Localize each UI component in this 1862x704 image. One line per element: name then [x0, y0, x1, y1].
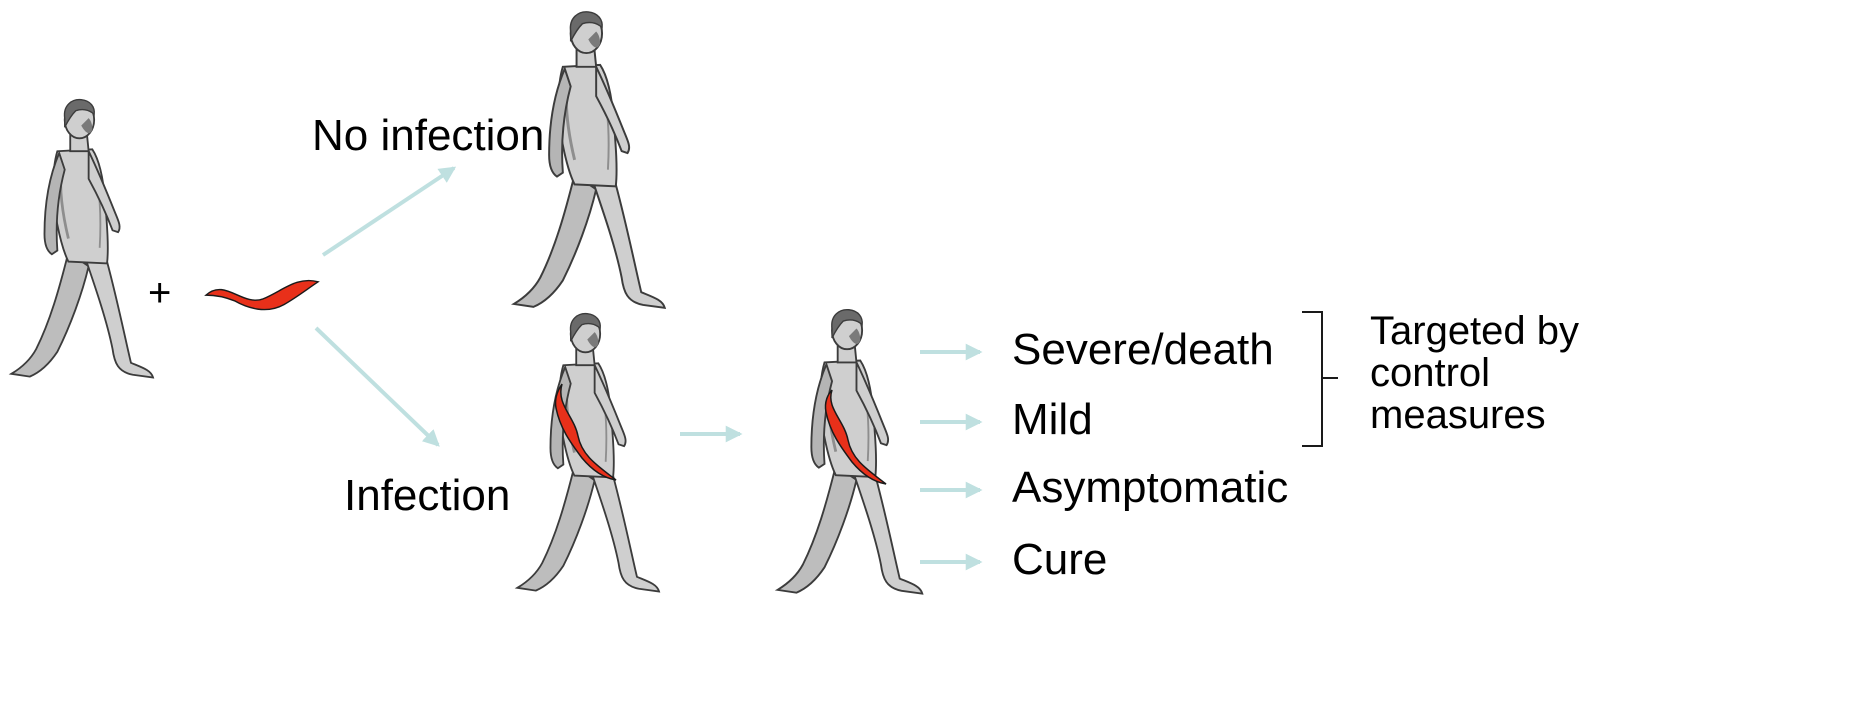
human-figure-infection — [517, 314, 659, 592]
bracket-note-line-1: Targeted by — [1370, 309, 1579, 353]
outcome-asymptomatic: Asymptomatic — [1012, 463, 1288, 512]
arrow-icon — [316, 328, 438, 445]
bracket-icon — [1302, 312, 1338, 446]
bracket-note-line-3: measures — [1370, 393, 1546, 437]
outcome-mild: Mild — [1012, 395, 1093, 444]
plus-sign: + — [148, 271, 171, 315]
parasite-worm-icon — [206, 281, 318, 310]
arrow-icon — [323, 168, 454, 255]
label-no-infection: No infection — [312, 111, 544, 160]
label-infection: Infection — [344, 471, 510, 520]
outcome-cure: Cure — [1012, 535, 1107, 584]
human-figure-start — [11, 100, 153, 378]
outcome-severe-death: Severe/death — [1012, 325, 1274, 374]
bracket-note-line-2: control — [1370, 351, 1490, 395]
